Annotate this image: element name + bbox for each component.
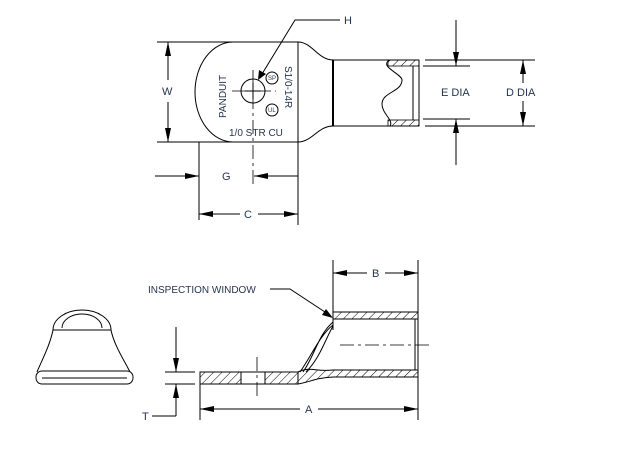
csa-logo-icon: SP (265, 71, 279, 85)
barrel-top-wall (332, 311, 419, 320)
ul-logo-icon: UL (265, 103, 279, 117)
brand-marking: PANDUIT (218, 75, 229, 118)
dim-t: T (142, 411, 149, 423)
hatch-top (387, 59, 420, 67)
inspection-leader (270, 288, 329, 315)
hatch-bottom (387, 119, 420, 127)
dim-c: C (244, 209, 252, 221)
tongue-section (199, 371, 242, 385)
h-leader (261, 19, 340, 75)
svg-text:UL: UL (268, 108, 276, 114)
dim-e-dia: E DIA (441, 87, 470, 99)
inspection-window (299, 312, 334, 373)
dim-a: A (305, 404, 313, 416)
end-view (35, 309, 134, 385)
break-line (381, 59, 403, 127)
part-marking: S1/0-14R (282, 66, 293, 108)
dim-w: W (162, 86, 173, 98)
dim-b: B (372, 268, 379, 280)
h-arrow (258, 70, 266, 80)
dim-h: H (344, 15, 352, 27)
barrel-bottom-wall (297, 368, 419, 385)
lug-tongue-outline (194, 41, 334, 143)
wire-marking: 1/0 STR CU (229, 128, 283, 139)
side-view: INSPECTION WINDOW B T A (142, 260, 430, 423)
tongue-section (264, 371, 299, 385)
dim-g: G (222, 171, 231, 183)
svg-text:SP: SP (268, 76, 276, 82)
top-view: PANDUIT S1/0-14R 1/0 STR CU SP UL H W G (155, 15, 536, 225)
dim-d-dia: D DIA (506, 87, 536, 99)
inspection-window-label: INSPECTION WINDOW (148, 285, 256, 296)
